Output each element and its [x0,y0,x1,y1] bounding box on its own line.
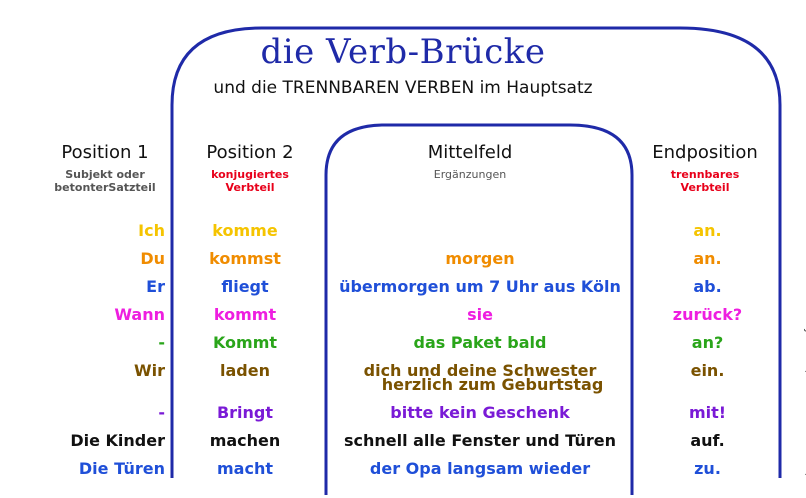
row-9-col-2: macht [217,459,273,478]
sub-position-2: konjugiertes Verbteil [180,168,320,194]
sub-mittelfeld-line-1: Ergänzungen [433,168,507,181]
sub-position-1-line-2: betonterSatzteil [54,181,156,194]
row-6-col-3-extra: herzlich zum Geburtstag [381,375,604,394]
sub-endposition-line-2: Verbteil [680,181,730,194]
row-3-col-3: übermorgen um 7 Uhr aus Köln [339,277,621,296]
row-1-col-4: an. [693,221,722,240]
heading-mittelfeld: Mittelfeld [427,142,513,163]
sub-position-1-line-1: Subjekt oder [65,168,145,181]
row-2-col-2: kommst [209,249,281,268]
sub-endposition: trennbares Verbteil [630,168,780,194]
row-8-col-4: auf. [690,431,725,450]
heading-position-1: Position 1 [61,142,149,163]
row-9-col-3: der Opa langsam wieder [369,459,591,478]
row-6-col-3: dich und deine Schwester [363,361,597,380]
side-watermark: Deutsch am Strand reflejarte.es/Deutscha… [772,168,806,478]
heading-position-2: Position 2 [206,142,294,163]
side-text-brand: Deutsch am Strand [803,168,806,275]
heading-endposition: Endposition [652,142,758,163]
row-3-col-1: Er [146,277,165,296]
sub-position-2-line-1: konjugiertes [211,168,289,181]
diagram-subtitle: und die TRENNBAREN VERBEN im Hauptsatz [213,78,593,98]
diagram-title: die Verb-Brücke [260,32,546,72]
sub-position-1: Subjekt oder betonterSatzteil [40,168,170,194]
row-7-col-2: Bringt [216,403,274,422]
sub-endposition-line-1: trennbares [670,168,740,181]
row-4-col-3: sie [467,305,493,324]
inner-bridge-arch [324,123,634,495]
row-6-col-2: laden [220,361,270,380]
sub-position-2-line-2: Verbteil [225,181,275,194]
row-9-col-1: Die Türen [78,459,165,478]
row-3-col-2: fliegt [221,277,269,296]
row-2-col-1: Du [140,249,165,268]
side-text-url: reflejarte.es/DeutschamStrand/ [803,304,806,478]
row-4-col-4: zurück? [672,305,743,324]
sub-mittelfeld: Ergänzungen [370,168,570,181]
row-3-col-4: ab. [693,277,722,296]
row-4-col-1: Wann [114,305,165,324]
row-7-col-1: - [158,403,165,422]
row-1-col-2: komme [212,221,278,240]
row-2-col-4: an. [693,249,722,268]
row-8-col-2: machen [209,431,281,450]
row-6-col-4: ein. [690,361,725,380]
row-5-col-2: Kommt [212,333,278,352]
row-7-col-4: mit! [688,403,727,422]
outer-bridge-arch [170,26,782,478]
row-5-col-4: an? [691,333,724,352]
row-8-col-1: Die Kinder [70,431,165,450]
row-9-col-4: zu. [694,459,721,478]
row-7-col-3: bitte kein Geschenk [390,403,570,422]
row-5-col-3: das Paket bald [413,333,547,352]
row-1-col-1: Ich [138,221,165,240]
row-5-col-1: - [158,333,165,352]
row-2-col-3: morgen [445,249,515,268]
row-6-col-1: Wir [133,361,165,380]
row-4-col-2: kommt [213,305,277,324]
row-8-col-3: schnell alle Fenster und Türen [343,431,617,450]
